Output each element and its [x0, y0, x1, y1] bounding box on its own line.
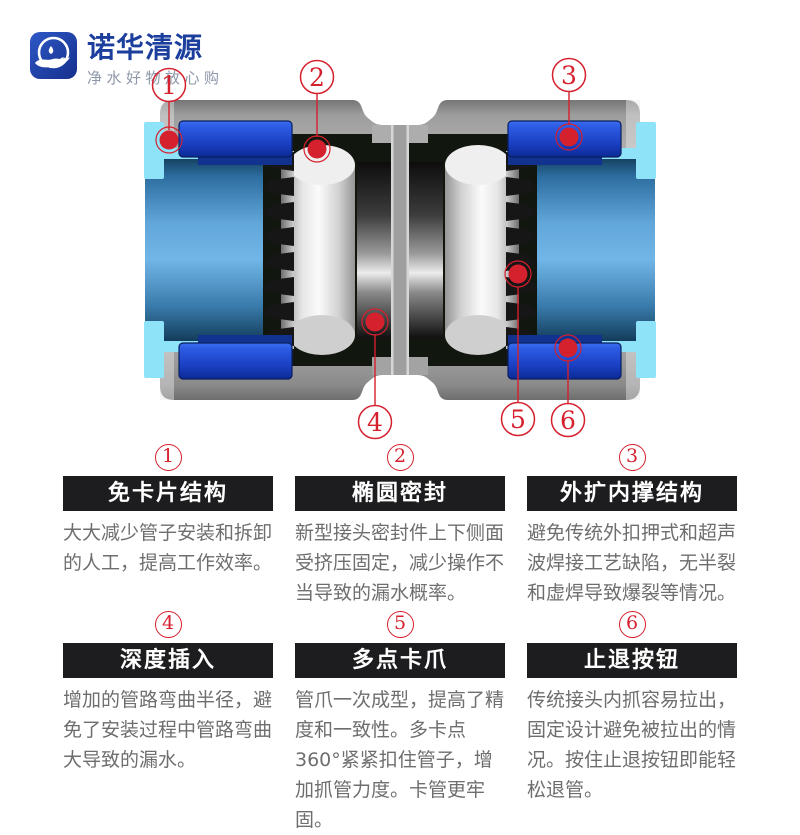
- swirl-icon: [59, 57, 67, 64]
- callout-dot-4: [365, 312, 385, 332]
- callout-circle-2: [299, 59, 335, 95]
- callout-markers: 1 2 3 4 5 6: [151, 57, 587, 440]
- callout-number-2: 2: [309, 63, 325, 92]
- callout-dot-3: [559, 127, 579, 147]
- feature-number-badge: 2: [386, 444, 414, 471]
- feature-title: 外扩内撑结构: [527, 476, 737, 511]
- callout-number-1: 1: [161, 71, 177, 100]
- callout-dot-2: [307, 139, 327, 159]
- feature-title: 椭圆密封: [295, 476, 505, 511]
- water-circle-icon: [37, 36, 70, 69]
- callout-dot-1: [159, 130, 179, 150]
- feature-number-badge: 6: [618, 611, 646, 638]
- droplet-icon: [48, 46, 54, 54]
- feature-card-2: 2 椭圆密封 新型接头密封件上下侧面受挤压固定，减少操作不当导致的漏水概率。: [295, 441, 505, 608]
- feature-description: 新型接头密封件上下侧面受挤压固定，减少操作不当导致的漏水概率。: [295, 522, 505, 604]
- callout-dot-5: [508, 264, 528, 284]
- features-grid: 1 免卡片结构 大大减少管子安装和拆卸的人工，提高工作效率。 2 椭圆密封 新型…: [63, 441, 737, 831]
- feature-description: 管爪一次成型，提高了精度和一致性。多卡点360°紧紧扣住管子，增加抓管力度。卡管…: [295, 689, 505, 831]
- pipe-fitting-diagram: 1 2 3 4 5 6: [143, 57, 657, 440]
- feature-title: 深度插入: [63, 643, 273, 678]
- feature-description: 增加的管路弯曲半径，避免了安装过程中管路弯曲大导致的漏水。: [63, 689, 273, 771]
- feature-title: 多点卡爪: [295, 643, 505, 678]
- feature-description: 传统接头内抓容易拉出，固定设计避免被拉出的情况。按住止退按钮即能轻松退管。: [527, 689, 737, 801]
- feature-number-badge: 3: [618, 444, 646, 471]
- callout-circle-6: [550, 402, 586, 438]
- callout-number-6: 6: [560, 406, 576, 435]
- feature-number-badge: 4: [154, 611, 182, 638]
- feature-card-5: 5 多点卡爪 管爪一次成型，提高了精度和一致性。多卡点360°紧紧扣住管子，增加…: [295, 608, 505, 831]
- callout-number-3: 3: [561, 61, 577, 90]
- feature-card-4: 4 深度插入 增加的管路弯曲半径，避免了安装过程中管路弯曲大导致的漏水。: [63, 608, 273, 775]
- feature-number-badge: 5: [386, 611, 414, 638]
- callout-circle-4: [357, 404, 393, 440]
- feature-title: 免卡片结构: [63, 476, 273, 511]
- coupling-right-half: [398, 120, 657, 380]
- brand-name: 诺华清源: [87, 31, 204, 64]
- coupling-left-half: [143, 120, 402, 380]
- callout-number-4: 4: [367, 408, 383, 437]
- callout-circle-3: [551, 57, 587, 93]
- feature-card-1: 1 免卡片结构 大大减少管子安装和拆卸的人工，提高工作效率。: [63, 441, 273, 608]
- feature-number-badge: 1: [154, 444, 182, 471]
- feature-title: 止退按钮: [527, 643, 737, 678]
- feature-card-6: 6 止退按钮 传统接头内抓容易拉出，固定设计避免被拉出的情况。按住止退按钮即能轻…: [527, 608, 737, 801]
- callout-circle-1: [151, 67, 187, 103]
- callout-number-5: 5: [510, 405, 526, 434]
- feature-description: 避免传统外扣押式和超声波焊接工艺缺陷，无半裂和虚焊导致爆裂等情况。: [527, 522, 737, 604]
- callout-dot-6: [558, 338, 578, 358]
- feature-description: 大大减少管子安装和拆卸的人工，提高工作效率。: [63, 522, 273, 574]
- callout-circle-5: [500, 401, 536, 437]
- brand-logo-icon: [30, 32, 77, 79]
- feature-card-3: 3 外扩内撑结构 避免传统外扣押式和超声波焊接工艺缺陷，无半裂和虚焊导致爆裂等情…: [527, 441, 737, 608]
